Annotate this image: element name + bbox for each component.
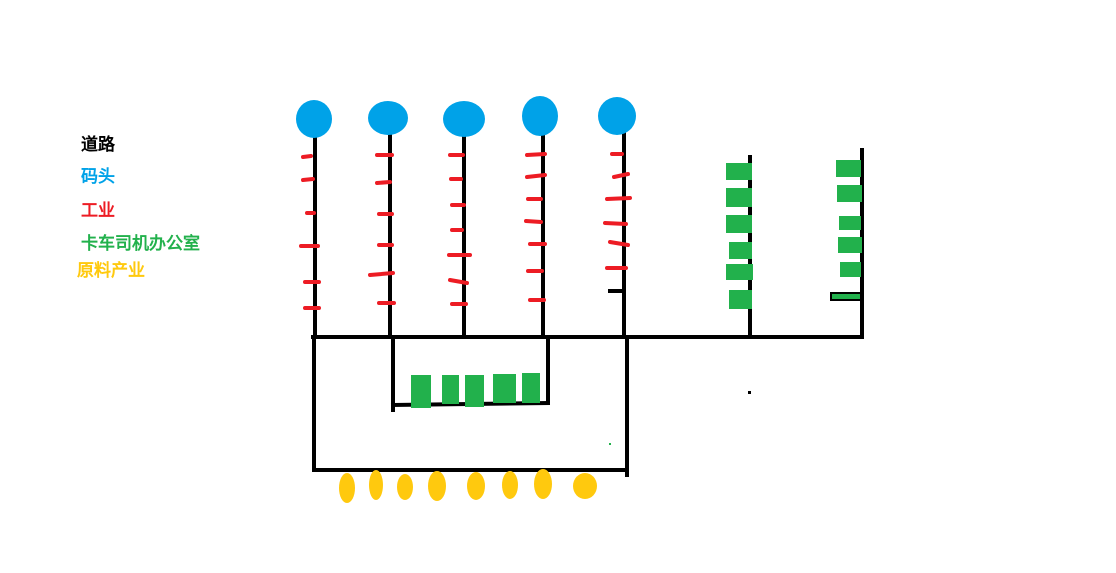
office-marker bbox=[830, 292, 862, 301]
dock-marker bbox=[443, 101, 485, 137]
industry-marker bbox=[603, 221, 628, 226]
docks bbox=[296, 96, 636, 138]
industry-marker bbox=[301, 177, 315, 182]
industry-marker bbox=[375, 180, 392, 185]
legend-raw-label: 原料产业 bbox=[77, 261, 145, 281]
raw-marker bbox=[428, 471, 446, 501]
raw-material-industry bbox=[339, 469, 597, 503]
legend-dock-label: 码头 bbox=[81, 167, 115, 187]
office-marker bbox=[522, 373, 540, 403]
industry-marker bbox=[612, 172, 630, 179]
raw-marker bbox=[369, 470, 383, 500]
raw-marker bbox=[502, 471, 518, 499]
raw-marker bbox=[534, 469, 552, 499]
office-marker bbox=[726, 163, 752, 180]
dock-marker bbox=[522, 96, 558, 136]
dock-marker bbox=[368, 101, 408, 135]
office-marker bbox=[726, 188, 752, 207]
stray-dot bbox=[609, 443, 611, 445]
stray-dot bbox=[748, 391, 751, 394]
office-marker bbox=[726, 264, 753, 280]
office-marker bbox=[726, 215, 752, 233]
office-marker bbox=[465, 375, 484, 407]
industry-marker bbox=[605, 196, 632, 201]
legend-industry-label: 工业 bbox=[81, 201, 115, 221]
industry-marker bbox=[524, 219, 543, 224]
industry-sites bbox=[299, 152, 632, 310]
office-marker bbox=[411, 375, 431, 408]
raw-marker bbox=[467, 472, 485, 500]
industry-marker bbox=[301, 154, 313, 159]
office-marker bbox=[839, 216, 861, 230]
truck-driver-offices bbox=[411, 160, 862, 408]
office-marker bbox=[840, 262, 861, 277]
industry-marker bbox=[525, 152, 547, 157]
raw-marker bbox=[339, 473, 355, 503]
office-marker bbox=[838, 237, 862, 253]
office-marker bbox=[729, 290, 752, 309]
legend-office-label: 卡车司机办公室 bbox=[81, 234, 200, 254]
industry-marker bbox=[608, 240, 630, 247]
office-marker bbox=[837, 185, 862, 202]
legend-road-label: 道路 bbox=[81, 135, 115, 155]
industry-marker bbox=[448, 278, 469, 285]
industry-marker bbox=[368, 271, 395, 277]
industry-marker bbox=[525, 173, 547, 179]
dock-marker bbox=[296, 100, 332, 138]
dock-marker bbox=[598, 97, 636, 135]
office-marker bbox=[836, 160, 861, 177]
office-marker bbox=[442, 375, 459, 404]
raw-marker bbox=[573, 473, 597, 499]
office-marker bbox=[493, 374, 516, 403]
raw-marker bbox=[397, 474, 413, 500]
office-marker bbox=[729, 242, 752, 259]
